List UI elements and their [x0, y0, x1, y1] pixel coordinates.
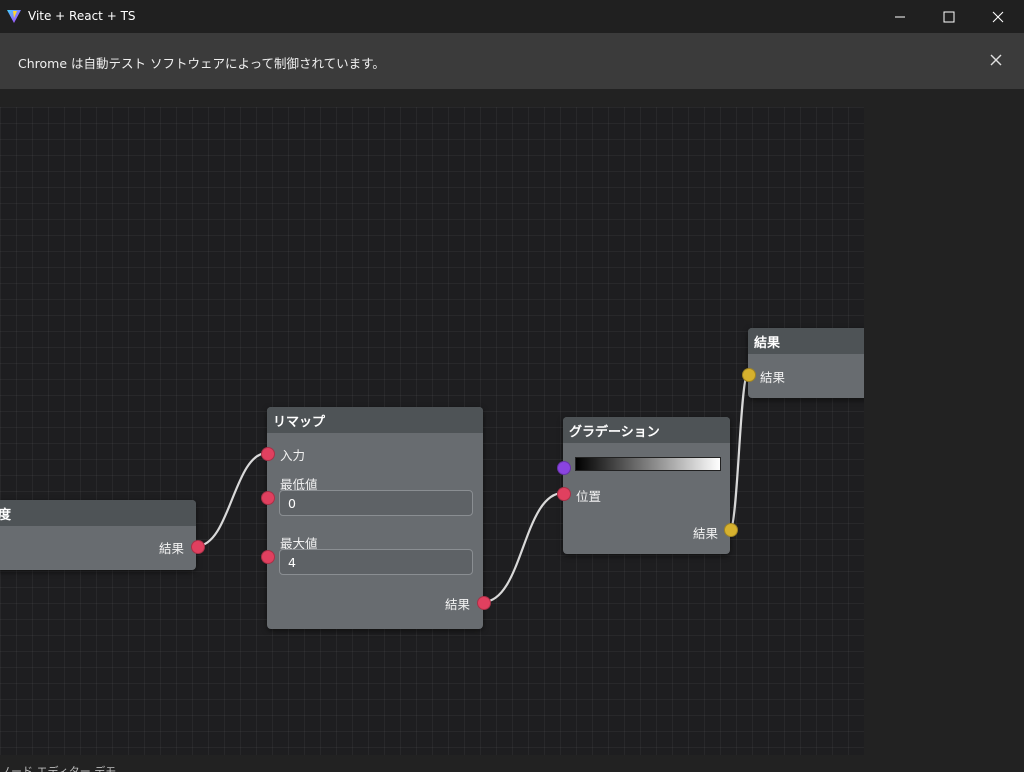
footer-text: ノード エディター デモ	[0, 765, 117, 772]
minimize-icon	[895, 16, 905, 18]
infobar-close-button[interactable]	[984, 48, 1008, 72]
gradient-output-port[interactable]	[724, 523, 738, 537]
input-label: 入力	[280, 448, 306, 463]
close-icon	[992, 11, 1004, 23]
gradient-color-port[interactable]	[557, 461, 571, 475]
page-content: 度 結果 リマップ 入力 最低値 最大値 結果 グラデーション 位置	[0, 89, 1024, 772]
min-label: 最低値	[280, 477, 318, 492]
output-label: 結果	[444, 597, 470, 612]
remap-min-port[interactable]	[261, 491, 275, 505]
result-input-port[interactable]	[742, 368, 756, 382]
node-title: 度	[0, 508, 12, 523]
node-gradient[interactable]: グラデーション 位置 結果	[563, 417, 730, 554]
infobar-message: Chrome は自動テスト ソフトウェアによって制御されています。	[18, 56, 385, 71]
window-title: Vite + React + TS	[28, 9, 136, 23]
input-label: 結果	[760, 370, 786, 385]
node-title: グラデーション	[569, 425, 660, 440]
node-header: グラデーション	[563, 417, 730, 443]
wire-gradient-to-result	[728, 372, 750, 531]
node-remap[interactable]: リマップ 入力 最低値 最大値 結果	[267, 407, 483, 629]
close-icon	[990, 54, 1002, 66]
minimize-button[interactable]	[876, 0, 924, 33]
node-editor-canvas[interactable]: 度 結果 リマップ 入力 最低値 最大値 結果 グラデーション 位置	[0, 107, 864, 755]
wire-remap-to-gradient	[482, 491, 564, 604]
remap-max-port[interactable]	[261, 550, 275, 564]
maximize-icon	[943, 11, 955, 23]
node-header: 結果	[748, 328, 864, 354]
min-value-input[interactable]	[279, 490, 473, 516]
node-header: 度	[0, 500, 196, 526]
automation-infobar: Chrome は自動テスト ソフトウェアによって制御されています。	[0, 33, 1024, 89]
maximize-button[interactable]	[925, 0, 973, 33]
remap-output-port[interactable]	[477, 596, 491, 610]
node-header: リマップ	[267, 407, 483, 433]
window-titlebar: Vite + React + TS	[0, 0, 1024, 34]
output-label: 結果	[692, 526, 718, 541]
node-title: 結果	[754, 336, 781, 351]
position-label: 位置	[576, 489, 602, 504]
remap-input-port[interactable]	[261, 447, 275, 461]
node-left[interactable]: 度 結果	[0, 500, 196, 570]
close-window-button[interactable]	[974, 0, 1022, 33]
node-result[interactable]: 結果 結果	[748, 328, 864, 398]
max-label: 最大値	[280, 536, 318, 551]
max-value-input[interactable]	[279, 549, 473, 575]
gradient-position-port[interactable]	[557, 487, 571, 501]
output-label: 結果	[158, 541, 184, 556]
vite-logo-icon	[7, 10, 21, 23]
wire-left-to-remap	[196, 451, 268, 548]
left-output-port[interactable]	[191, 540, 205, 554]
node-title: リマップ	[273, 415, 326, 430]
gradient-preview[interactable]	[575, 457, 721, 471]
